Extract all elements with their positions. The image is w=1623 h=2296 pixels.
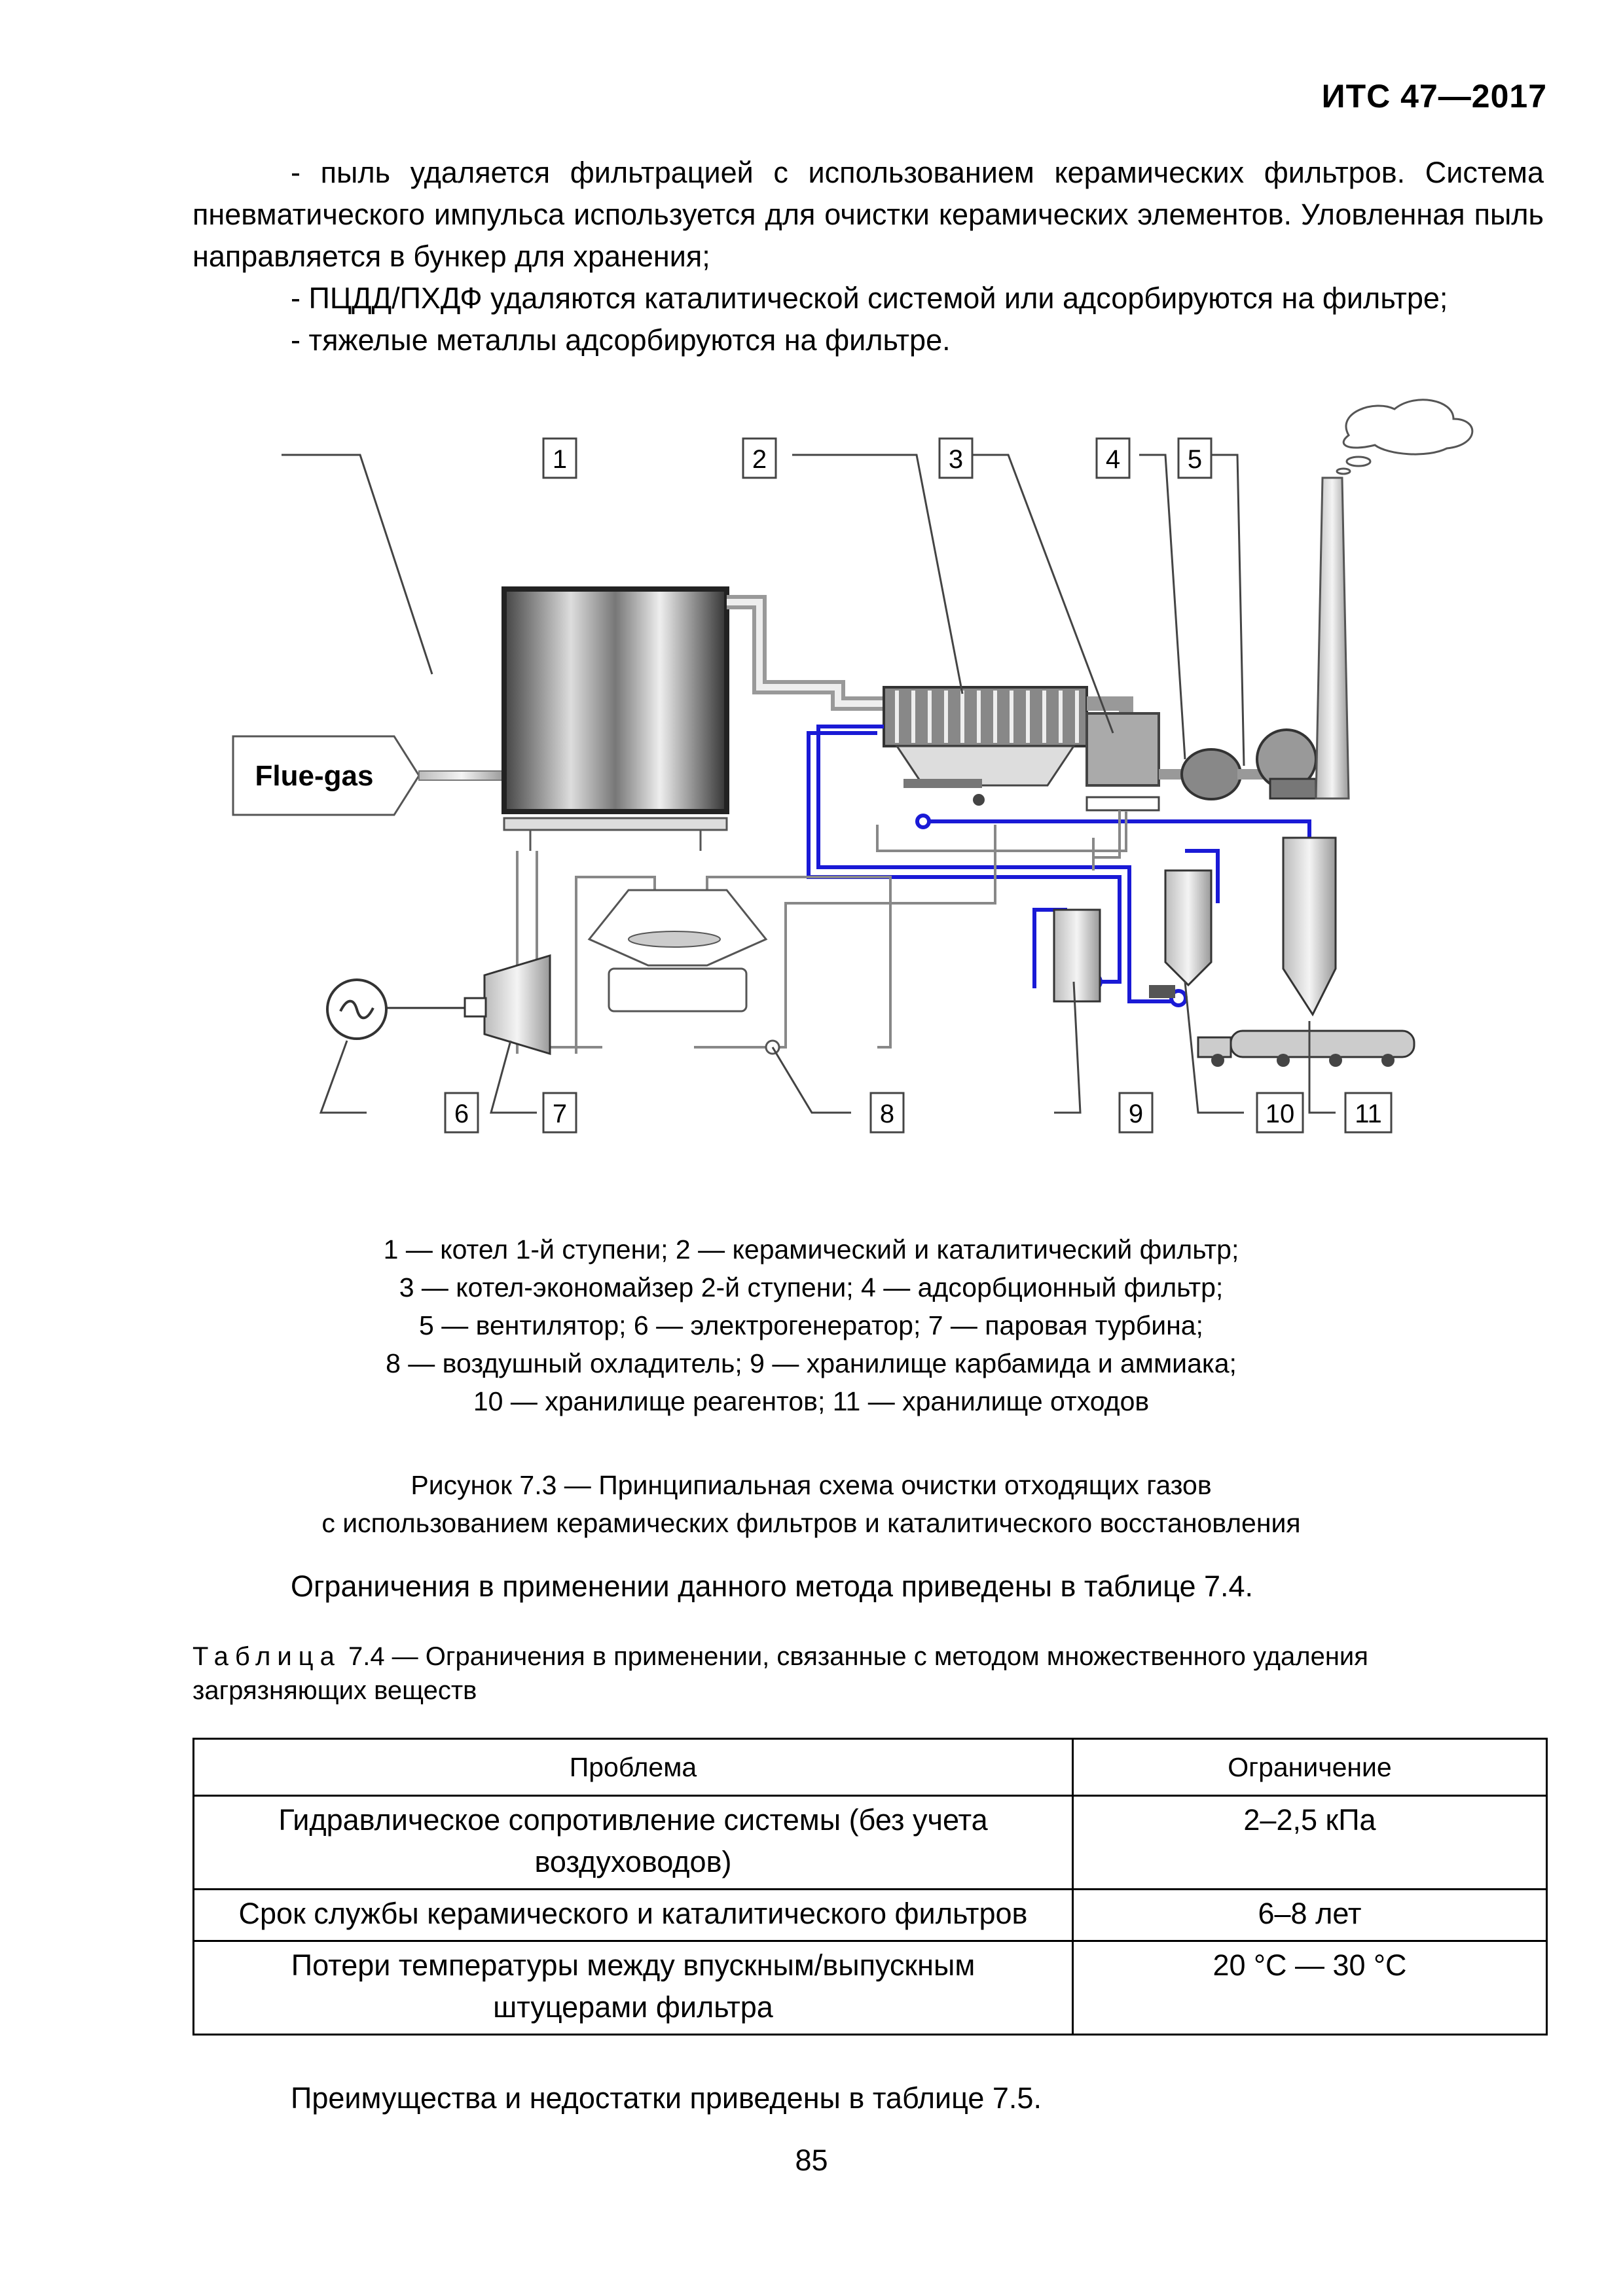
ceramic-filter <box>883 686 1088 806</box>
caption-line: с использованием керамических фильтров и… <box>321 1508 1301 1538</box>
svg-text:1: 1 <box>553 445 567 474</box>
lead-paragraph: Ограничения в применении данного метода … <box>291 1570 1254 1603</box>
callout-7: 7 <box>542 1092 577 1134</box>
electric-generator <box>326 978 465 1040</box>
economizer-stage2 <box>1085 712 1160 812</box>
svg-text:11: 11 <box>1355 1100 1382 1128</box>
legend-line: 3 — котел-экономайзер 2-й ступени; 4 — а… <box>399 1272 1224 1302</box>
figure-caption: Рисунок 7.3 — Принципиальная схема очист… <box>192 1466 1430 1542</box>
table-title: Таблица 7.4 — Ограничения в применении, … <box>192 1640 1548 1708</box>
figure-legend: 1 — котел 1-й ступени; 2 — керамический … <box>192 1230 1430 1420</box>
svg-text:5: 5 <box>1188 445 1202 474</box>
table-row: Срок службы керамического и каталитическ… <box>192 1888 1548 1942</box>
document-header: ИТС 47—2017 <box>1321 78 1547 115</box>
bullet-metals: - тяжелые металлы адсорбируются на фильт… <box>291 323 951 357</box>
chimney-stack <box>1315 399 1474 800</box>
svg-text:6: 6 <box>454 1100 469 1128</box>
cell-limitation: 6–8 лет <box>1072 1888 1548 1942</box>
table-row: Потери температуры между впускным/выпуск… <box>192 1940 1548 2036</box>
table-label: Таблица <box>192 1642 341 1671</box>
svg-text:8: 8 <box>880 1100 894 1128</box>
header-problem: Проблема <box>192 1738 1074 1797</box>
callout-9: 9 <box>1118 1092 1154 1134</box>
legend-line: 10 — хранилище реагентов; 11 — хранилище… <box>473 1386 1150 1416</box>
callout-8: 8 <box>869 1092 905 1134</box>
cell-problem: Срок службы керамического и каталитическ… <box>192 1888 1074 1942</box>
callout-10: 10 <box>1256 1092 1304 1134</box>
boiler-stage1 <box>501 586 729 851</box>
footer-paragraph: Преимущества и недостатки приведены в та… <box>291 2081 1042 2115</box>
flue-gas-inlet: Flue-gas <box>232 735 505 816</box>
cell-problem: Гидравлическое сопротивление системы (бе… <box>192 1795 1074 1890</box>
table-header-row: Проблема Ограничение <box>192 1738 1548 1797</box>
intro-bullets: - пыль удаляется фильтрацией с использов… <box>192 152 1544 361</box>
svg-text:7: 7 <box>553 1100 567 1128</box>
flue-gas-label: Flue-gas <box>255 760 374 792</box>
caption-line: Рисунок 7.3 — Принципиальная схема очист… <box>410 1470 1212 1500</box>
adsorption-filter <box>1159 748 1264 800</box>
svg-text:4: 4 <box>1106 445 1120 474</box>
svg-text:2: 2 <box>752 445 767 474</box>
callout-3: 3 <box>938 437 974 479</box>
table-title-text: 7.4 — Ограничения в применении, связанны… <box>192 1642 1368 1705</box>
legend-line: 8 — воздушный охладитель; 9 — хранилище … <box>386 1348 1237 1378</box>
cell-limitation: 20 °С — 30 °С <box>1072 1940 1548 2036</box>
legend-line: 5 — вентилятор; 6 — электрогенератор; 7 … <box>419 1310 1203 1340</box>
svg-text:9: 9 <box>1129 1100 1143 1128</box>
cell-limitation: 2–2,5 кПа <box>1072 1795 1548 1890</box>
header-limitation: Ограничение <box>1072 1738 1548 1797</box>
urea-ammonia-storage <box>1053 908 1101 1003</box>
fan <box>1256 728 1317 800</box>
callout-11: 11 <box>1344 1092 1393 1134</box>
callout-4: 4 <box>1095 437 1131 479</box>
bullet-dust: - пыль удаляется фильтрацией с использов… <box>192 156 1544 273</box>
callout-2: 2 <box>742 437 777 479</box>
table-row: Гидравлическое сопротивление системы (бе… <box>192 1795 1548 1890</box>
callout-1: 1 <box>542 437 577 479</box>
callout-5: 5 <box>1177 437 1213 479</box>
legend-line: 1 — котел 1-й ступени; 2 — керамический … <box>383 1234 1239 1265</box>
waste-storage <box>1197 836 1415 1067</box>
limitations-table: Проблема Ограничение Гидравлическое сопр… <box>192 1738 1548 2036</box>
steam-turbine <box>464 954 551 1056</box>
bullet-pcdd: - ПЦДД/ПХДФ удаляются каталитической сис… <box>291 281 1448 315</box>
reagent-storage <box>1149 869 1213 998</box>
callout-6: 6 <box>444 1092 479 1134</box>
svg-text:10: 10 <box>1266 1100 1295 1128</box>
svg-text:3: 3 <box>949 445 963 474</box>
process-diagram: Flue-gas <box>232 399 1474 1134</box>
page-number: 85 <box>795 2144 828 2177</box>
cell-problem: Потери температуры между впускным/выпуск… <box>192 1940 1074 2036</box>
air-cooler <box>587 889 780 1055</box>
